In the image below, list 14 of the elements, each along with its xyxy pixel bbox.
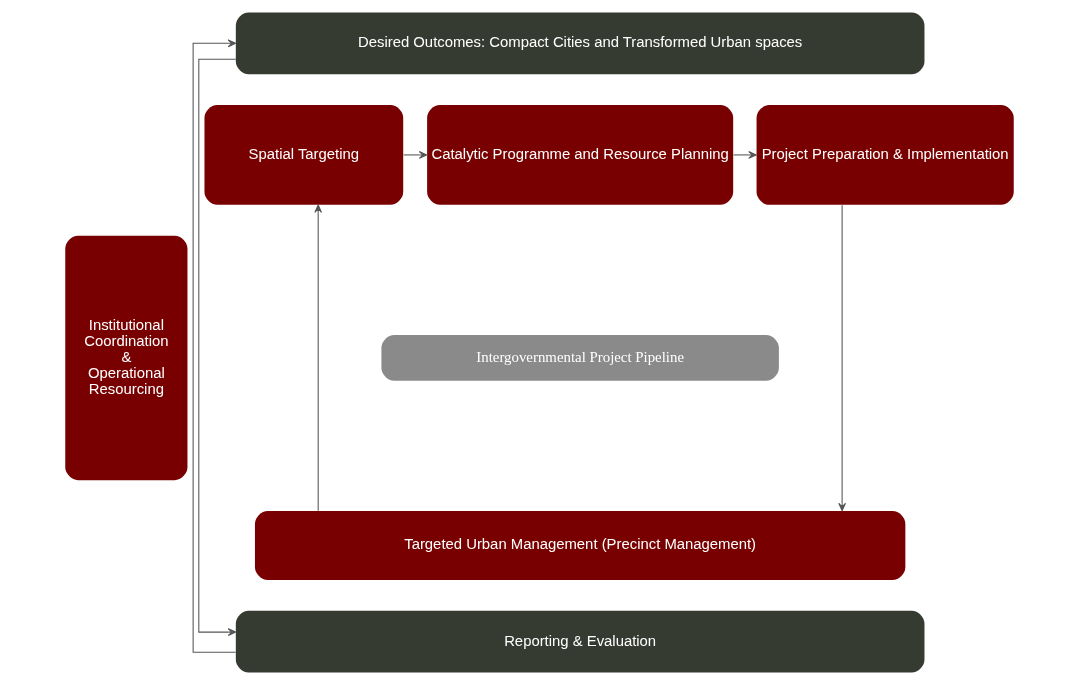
node-box: Intergovernmental Project Pipeline [380, 335, 779, 381]
arrow [837, 204, 846, 512]
arrow [402, 151, 427, 159]
node-box: Reporting & Evaluation [235, 610, 924, 673]
arrow [732, 151, 757, 159]
node-box: Targeted Urban Management (Precinct Management) [254, 510, 905, 580]
arrow [197, 58, 236, 636]
node-box: Catalytic Programme and Resource Planning [426, 105, 733, 205]
node-box: Institutional Coordination & Operational Resourcing [64, 235, 187, 481]
arrow [313, 204, 322, 512]
node-box: Project Preparation & Implementation [756, 105, 1014, 205]
arrow [192, 39, 236, 653]
node-box: Spatial Targeting [203, 105, 403, 205]
node-box: Desired Outcomes: Compact Cities and Transformed Urban spaces [235, 12, 924, 75]
